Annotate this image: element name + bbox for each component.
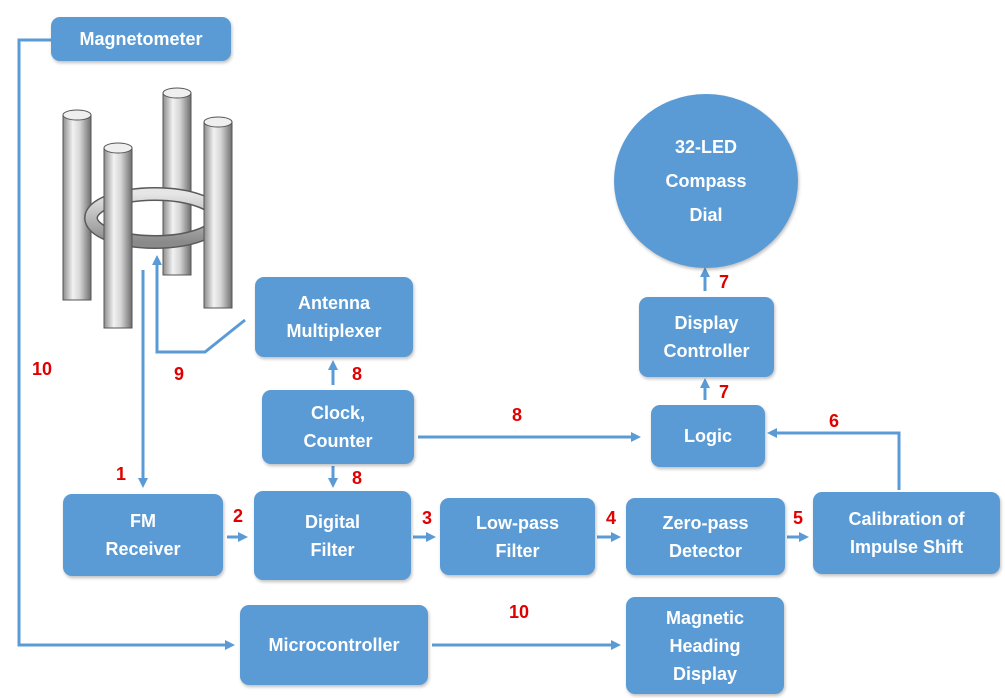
step-number-8-logic: 8	[512, 405, 523, 425]
display-controller-box: Display Controller	[639, 297, 774, 377]
calibration-box: Calibration of Impulse Shift	[813, 492, 1000, 574]
step-number-9: 9	[174, 364, 185, 384]
antenna-rod	[103, 142, 133, 329]
step-number-5: 5	[793, 508, 804, 528]
step-number-10-bottom: 10	[509, 602, 530, 622]
antenna-multiplexer-box: Antenna Multiplexer	[255, 277, 413, 357]
low-pass-filter-box: Low-pass Filter	[440, 498, 595, 575]
digital-filter-label-line1: Digital	[304, 511, 360, 532]
digital-filter-box: Digital Filter	[254, 491, 411, 580]
step-number-1: 1	[116, 464, 127, 484]
compass-dial-circle: 32-LED Compass Dial	[614, 94, 798, 268]
step-number-10-left: 10	[32, 359, 53, 379]
arrow-lines	[17, 38, 901, 650]
antenna-rod	[203, 116, 233, 309]
microcontroller-box: Microcontroller	[240, 605, 428, 685]
step-number-8-digital: 8	[352, 468, 363, 488]
antenna-rod	[62, 109, 92, 301]
clock-counter-box: Clock, Counter	[262, 390, 414, 464]
compass-dial-label-line1: 32-LED	[674, 137, 737, 157]
magnetic-heading-display-label-line2: Heading	[669, 635, 741, 656]
compass-dial-label-line2: Compass	[665, 171, 747, 191]
step-number-4: 4	[606, 508, 617, 528]
step-number-7-logic: 7	[719, 382, 730, 402]
magnetic-heading-display-box: Magnetic Heading Display	[626, 597, 784, 694]
step-number-8-multiplexer: 8	[352, 364, 363, 384]
logic-box: Logic	[651, 405, 765, 467]
display-controller-label-line1: Display	[674, 313, 739, 333]
zero-pass-detector-label-line2: Detector	[668, 540, 743, 561]
clock-counter-label-line1: Clock,	[310, 403, 366, 423]
clock-counter-label-line2: Counter	[303, 431, 373, 451]
magnetic-heading-display-label-line1: Magnetic	[665, 607, 744, 628]
compass-dial-label-line3: Dial	[689, 205, 723, 225]
fm-receiver-label-line1: FM	[130, 511, 156, 531]
step-number-7-dial: 7	[719, 272, 730, 292]
microcontroller-label: Microcontroller	[268, 635, 400, 655]
low-pass-filter-label-line2: Filter	[495, 540, 540, 561]
step-number-3: 3	[422, 508, 433, 528]
magnetometer-label: Magnetometer	[79, 29, 203, 49]
magnetometer-box: Magnetometer	[51, 17, 231, 61]
display-controller-label-line2: Controller	[663, 341, 750, 361]
fm-receiver-box: FM Receiver	[63, 494, 223, 576]
zero-pass-detector-label-line1: Zero-pass	[662, 512, 749, 533]
arrow-magnetometer-to-microcontroller	[17, 38, 235, 650]
arrow-calibration-to-logic	[767, 428, 901, 490]
step-number-6: 6	[829, 411, 840, 431]
antenna-multiplexer-label-line2: Multiplexer	[286, 321, 382, 341]
digital-filter-label-line2: Filter	[310, 539, 355, 560]
magnetic-heading-display-label-line3: Display	[672, 663, 738, 684]
arrow-multiplexer-to-antenna	[152, 255, 246, 354]
calibration-label-line2: Impulse Shift	[849, 537, 963, 557]
antenna-multiplexer-label-line1: Antenna	[298, 293, 370, 313]
antenna-array-illustration	[62, 87, 233, 329]
fm-receiver-label-line2: Receiver	[105, 539, 181, 559]
calibration-label-line1: Calibration of	[848, 509, 965, 529]
logic-label: Logic	[684, 426, 732, 446]
zero-pass-detector-box: Zero-pass Detector	[626, 498, 785, 575]
step-number-2: 2	[233, 506, 244, 526]
low-pass-filter-label-line1: Low-pass	[475, 512, 559, 533]
